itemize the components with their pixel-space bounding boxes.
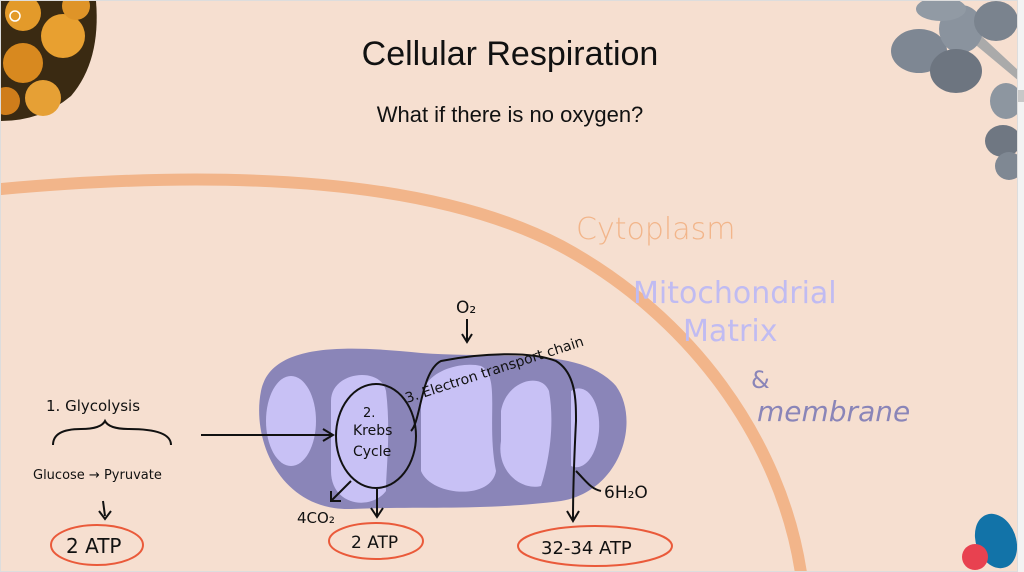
orange-fruit-image [1,1,97,121]
grey-berries-image [891,1,1017,180]
atp-etc: 32-34 ATP [541,538,632,559]
matrix-label-line1: Mitochondrial [633,276,837,311]
page-subtitle: What if there is no oxygen? [376,102,644,127]
atp-circle-krebs [328,522,424,560]
membrane-label: membrane [757,395,910,428]
co2-label: 4CO₂ [297,509,335,527]
glycolysis-label: 1. Glycolysis [46,397,140,415]
diagram-strokes [52,319,602,523]
cell-membrane [1,173,807,571]
water-label: 6H₂O [604,483,648,503]
krebs-label: Krebs [353,423,392,439]
logo-icon [962,513,1017,570]
atp-krebs: 2 ATP [351,533,398,553]
mitochondrion [259,348,627,510]
cytoplasm-label: Cytoplasm [576,212,735,247]
glucose-pyruvate-label: Glucose → Pyruvate [33,468,162,483]
matrix-label-line2: Matrix [683,314,777,349]
scrollbar-thumb[interactable] [1018,90,1024,102]
ampersand-label: & [751,366,770,394]
cycle-label: Cycle [353,444,391,460]
atp-circle-glycolysis [50,524,144,566]
page-title: Cellular Respiration [361,35,659,73]
o2-label: O₂ [456,298,476,318]
atp-glycolysis: 2 ATP [66,534,122,558]
scrollbar[interactable] [1018,0,1024,572]
atp-circle-etc [517,525,673,567]
krebs-number: 2. [363,406,375,421]
